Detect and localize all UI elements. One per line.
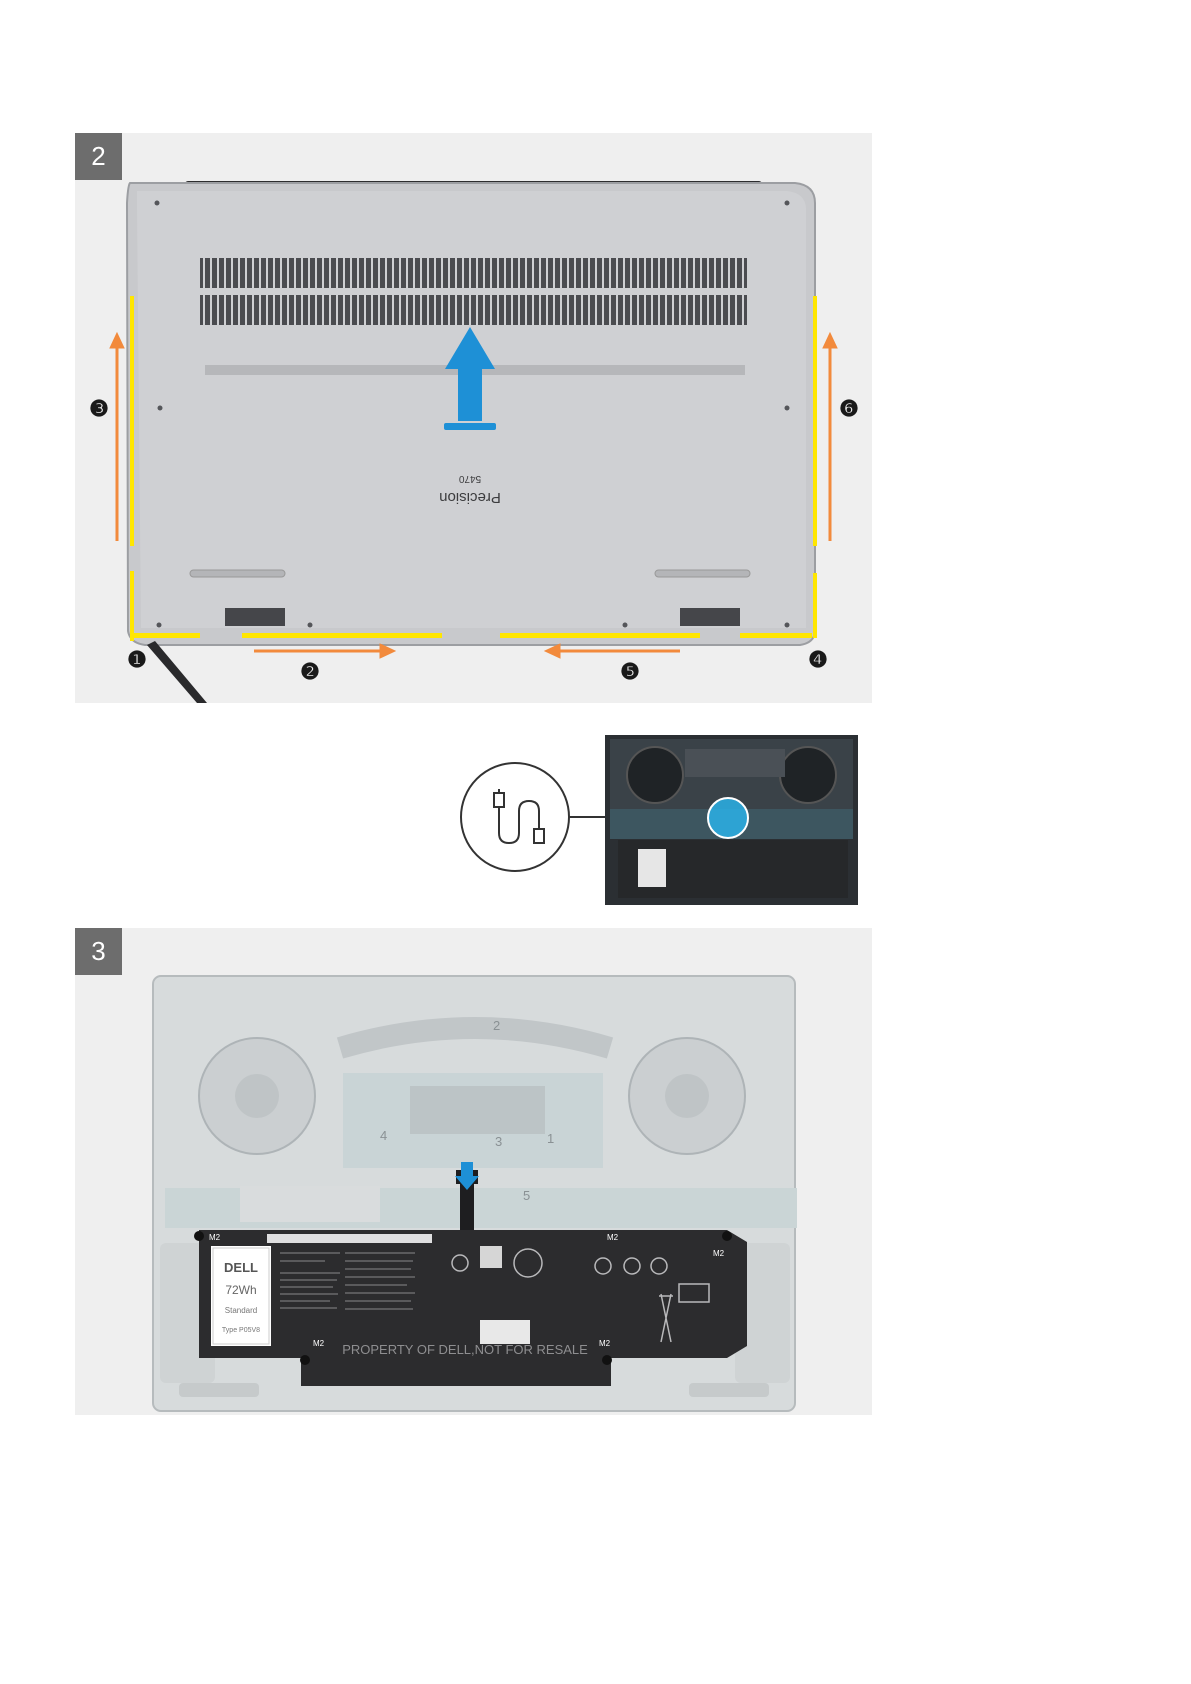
sequence-label-3: ❸: [89, 396, 109, 421]
screw-label-top-right: M2: [713, 1249, 725, 1258]
screw-label-bottom-right: M2: [599, 1339, 611, 1348]
screw-label-bottom-left: M2: [313, 1339, 325, 1348]
connector-location-photo: [605, 735, 858, 905]
sequence-label-2: ❷: [300, 659, 320, 684]
sequence-label-4: ❹: [808, 647, 828, 672]
battery-cable-icon: [461, 763, 569, 871]
battery-resale-notice: PROPERTY OF DELL,NOT FOR RESALE: [342, 1342, 588, 1357]
battery-brand: DELL: [224, 1260, 258, 1275]
board-number-3: 3: [495, 1134, 502, 1149]
sequence-label-1: ❶: [127, 647, 147, 672]
sequence-label-5: ❺: [620, 659, 640, 684]
battery-illustration: 1 2 3 4 5: [75, 928, 872, 1415]
battery-capacity: 72Wh: [225, 1283, 256, 1297]
step-3-panel: 3 1 2 3 4 5: [75, 928, 872, 1415]
sequence-label-6: ❻: [839, 396, 859, 421]
connector-callout: [460, 725, 860, 910]
cover-model-text: 5470: [458, 473, 481, 484]
bottom-cover-illustration: Precision 5470 ❶ ❷ ❸ ❹ ❺ ❻: [75, 133, 872, 703]
battery-type-code: Type P05V8: [222, 1327, 260, 1334]
battery-type-label: Standard: [225, 1306, 257, 1315]
board-number-2: 2: [493, 1018, 500, 1033]
cover-brand-text: Precision: [439, 489, 501, 506]
board-number-1: 1: [547, 1131, 554, 1146]
board-number-4: 4: [380, 1128, 387, 1143]
screw-label-top-center: M2: [607, 1233, 619, 1242]
screw-label-top-left: M2: [209, 1233, 221, 1242]
step-2-panel: 2: [75, 133, 872, 703]
board-number-5: 5: [523, 1188, 530, 1203]
